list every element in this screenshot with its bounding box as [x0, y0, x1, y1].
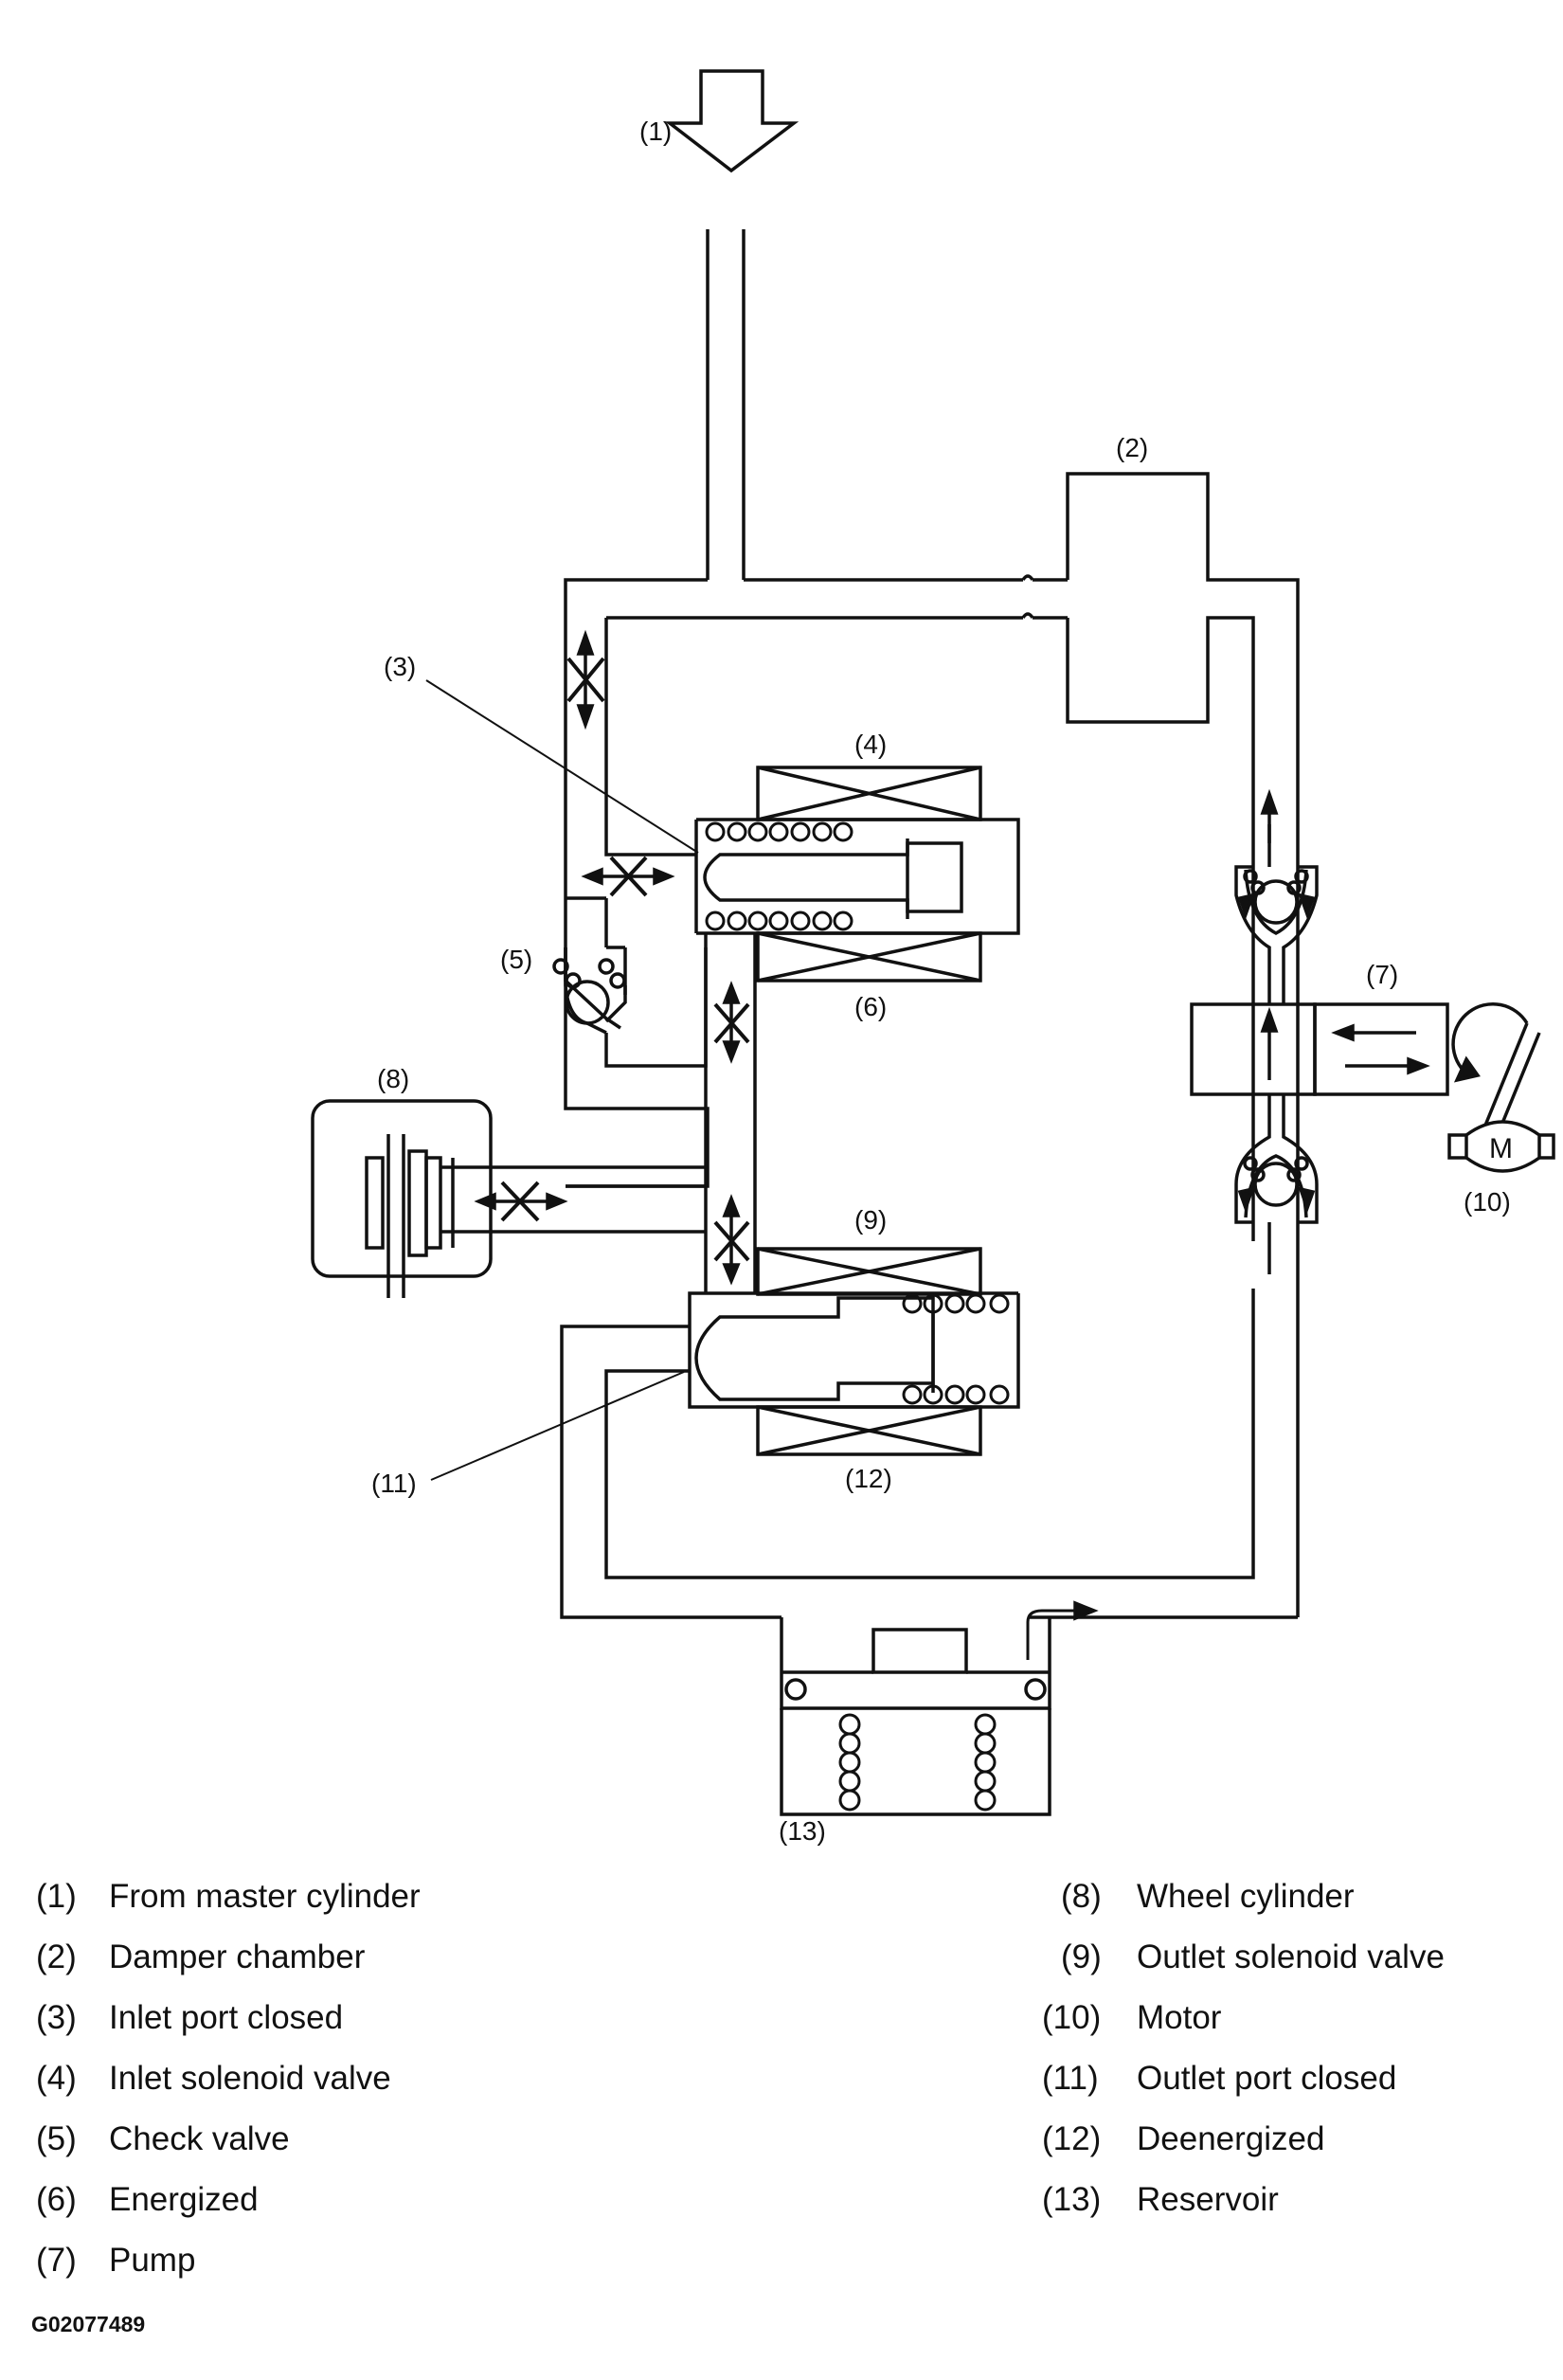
callout-9: (9) [854, 1205, 887, 1235]
reservoir [780, 1600, 1099, 1816]
wheel-cylinder [311, 1099, 706, 1298]
callout-3-leader [425, 679, 699, 854]
inlet-branch-pipe [566, 618, 696, 947]
motor-letter: M [1489, 1133, 1513, 1164]
callout-5: (5) [500, 945, 532, 974]
legend-left: (1)From master cylinder (2)Damper chambe… [36, 1878, 421, 2279]
middle-pipe [566, 933, 757, 1293]
callout-11: (11) [371, 1469, 417, 1498]
callout-4: (4) [854, 730, 887, 759]
legend-right: (8)Wheel cylinder (9)Outlet solenoid val… [1042, 1878, 1445, 2218]
callout-6: (6) [854, 992, 887, 1021]
callout-12: (12) [845, 1464, 892, 1493]
callout-10: (10) [1464, 1187, 1511, 1217]
pump [1190, 788, 1449, 1274]
flow-arrow-reservoir [1026, 1609, 1075, 1660]
callout-8: (8) [377, 1064, 409, 1093]
callout-3: (3) [384, 652, 416, 681]
motor: M [1447, 1001, 1555, 1173]
outlet-solenoid-valve [688, 1247, 1020, 1456]
check-valve [552, 946, 708, 1068]
input-pipe [706, 229, 746, 580]
figure-id: G02077489 [31, 2312, 146, 2336]
callout-13: (13) [779, 1816, 826, 1846]
callout-11-leader [430, 1371, 685, 1481]
callout-1: (1) [639, 117, 672, 146]
master-cylinder-arrow [664, 69, 799, 173]
inlet-solenoid-valve [694, 766, 1020, 983]
callout-7: (7) [1366, 960, 1398, 989]
callout-2: (2) [1116, 433, 1148, 462]
inlet-port-block-marker [581, 856, 675, 897]
damper-chamber [1066, 472, 1300, 1617]
